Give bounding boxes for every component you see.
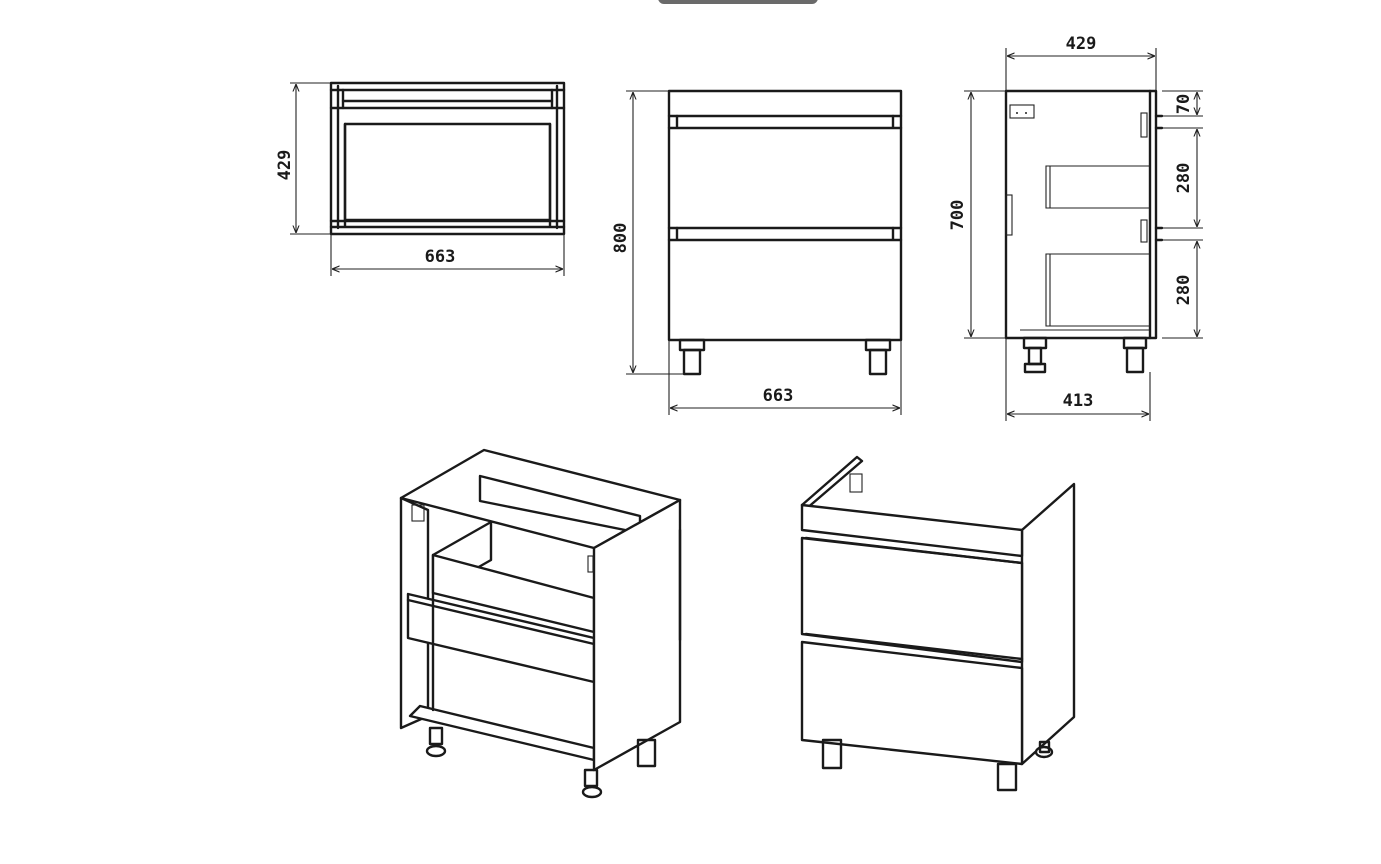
scroll-handle[interactable] [658,0,818,4]
front-view-height-label: 800 [611,223,631,254]
front-view-width-label: 663 [763,386,794,406]
iso-view-closed [800,455,1076,792]
top-view-depth-label: 429 [275,150,295,181]
front-view: 800 663 [611,89,903,415]
side-view-segment-2-label: 280 [1174,163,1194,194]
iso-view-open [399,448,682,799]
side-view-segment-3-label: 280 [1174,275,1194,306]
side-view-segment-1-label: 70 [1174,94,1194,114]
side-view-depth-top-label: 429 [1066,34,1097,54]
side-view: 429 700 413 70 280 280 [948,34,1203,421]
top-view: 429 663 [275,81,566,276]
side-view-depth-bottom-label: 413 [1063,391,1094,411]
side-view-height-label: 700 [948,200,968,231]
top-view-width-label: 663 [425,247,456,267]
